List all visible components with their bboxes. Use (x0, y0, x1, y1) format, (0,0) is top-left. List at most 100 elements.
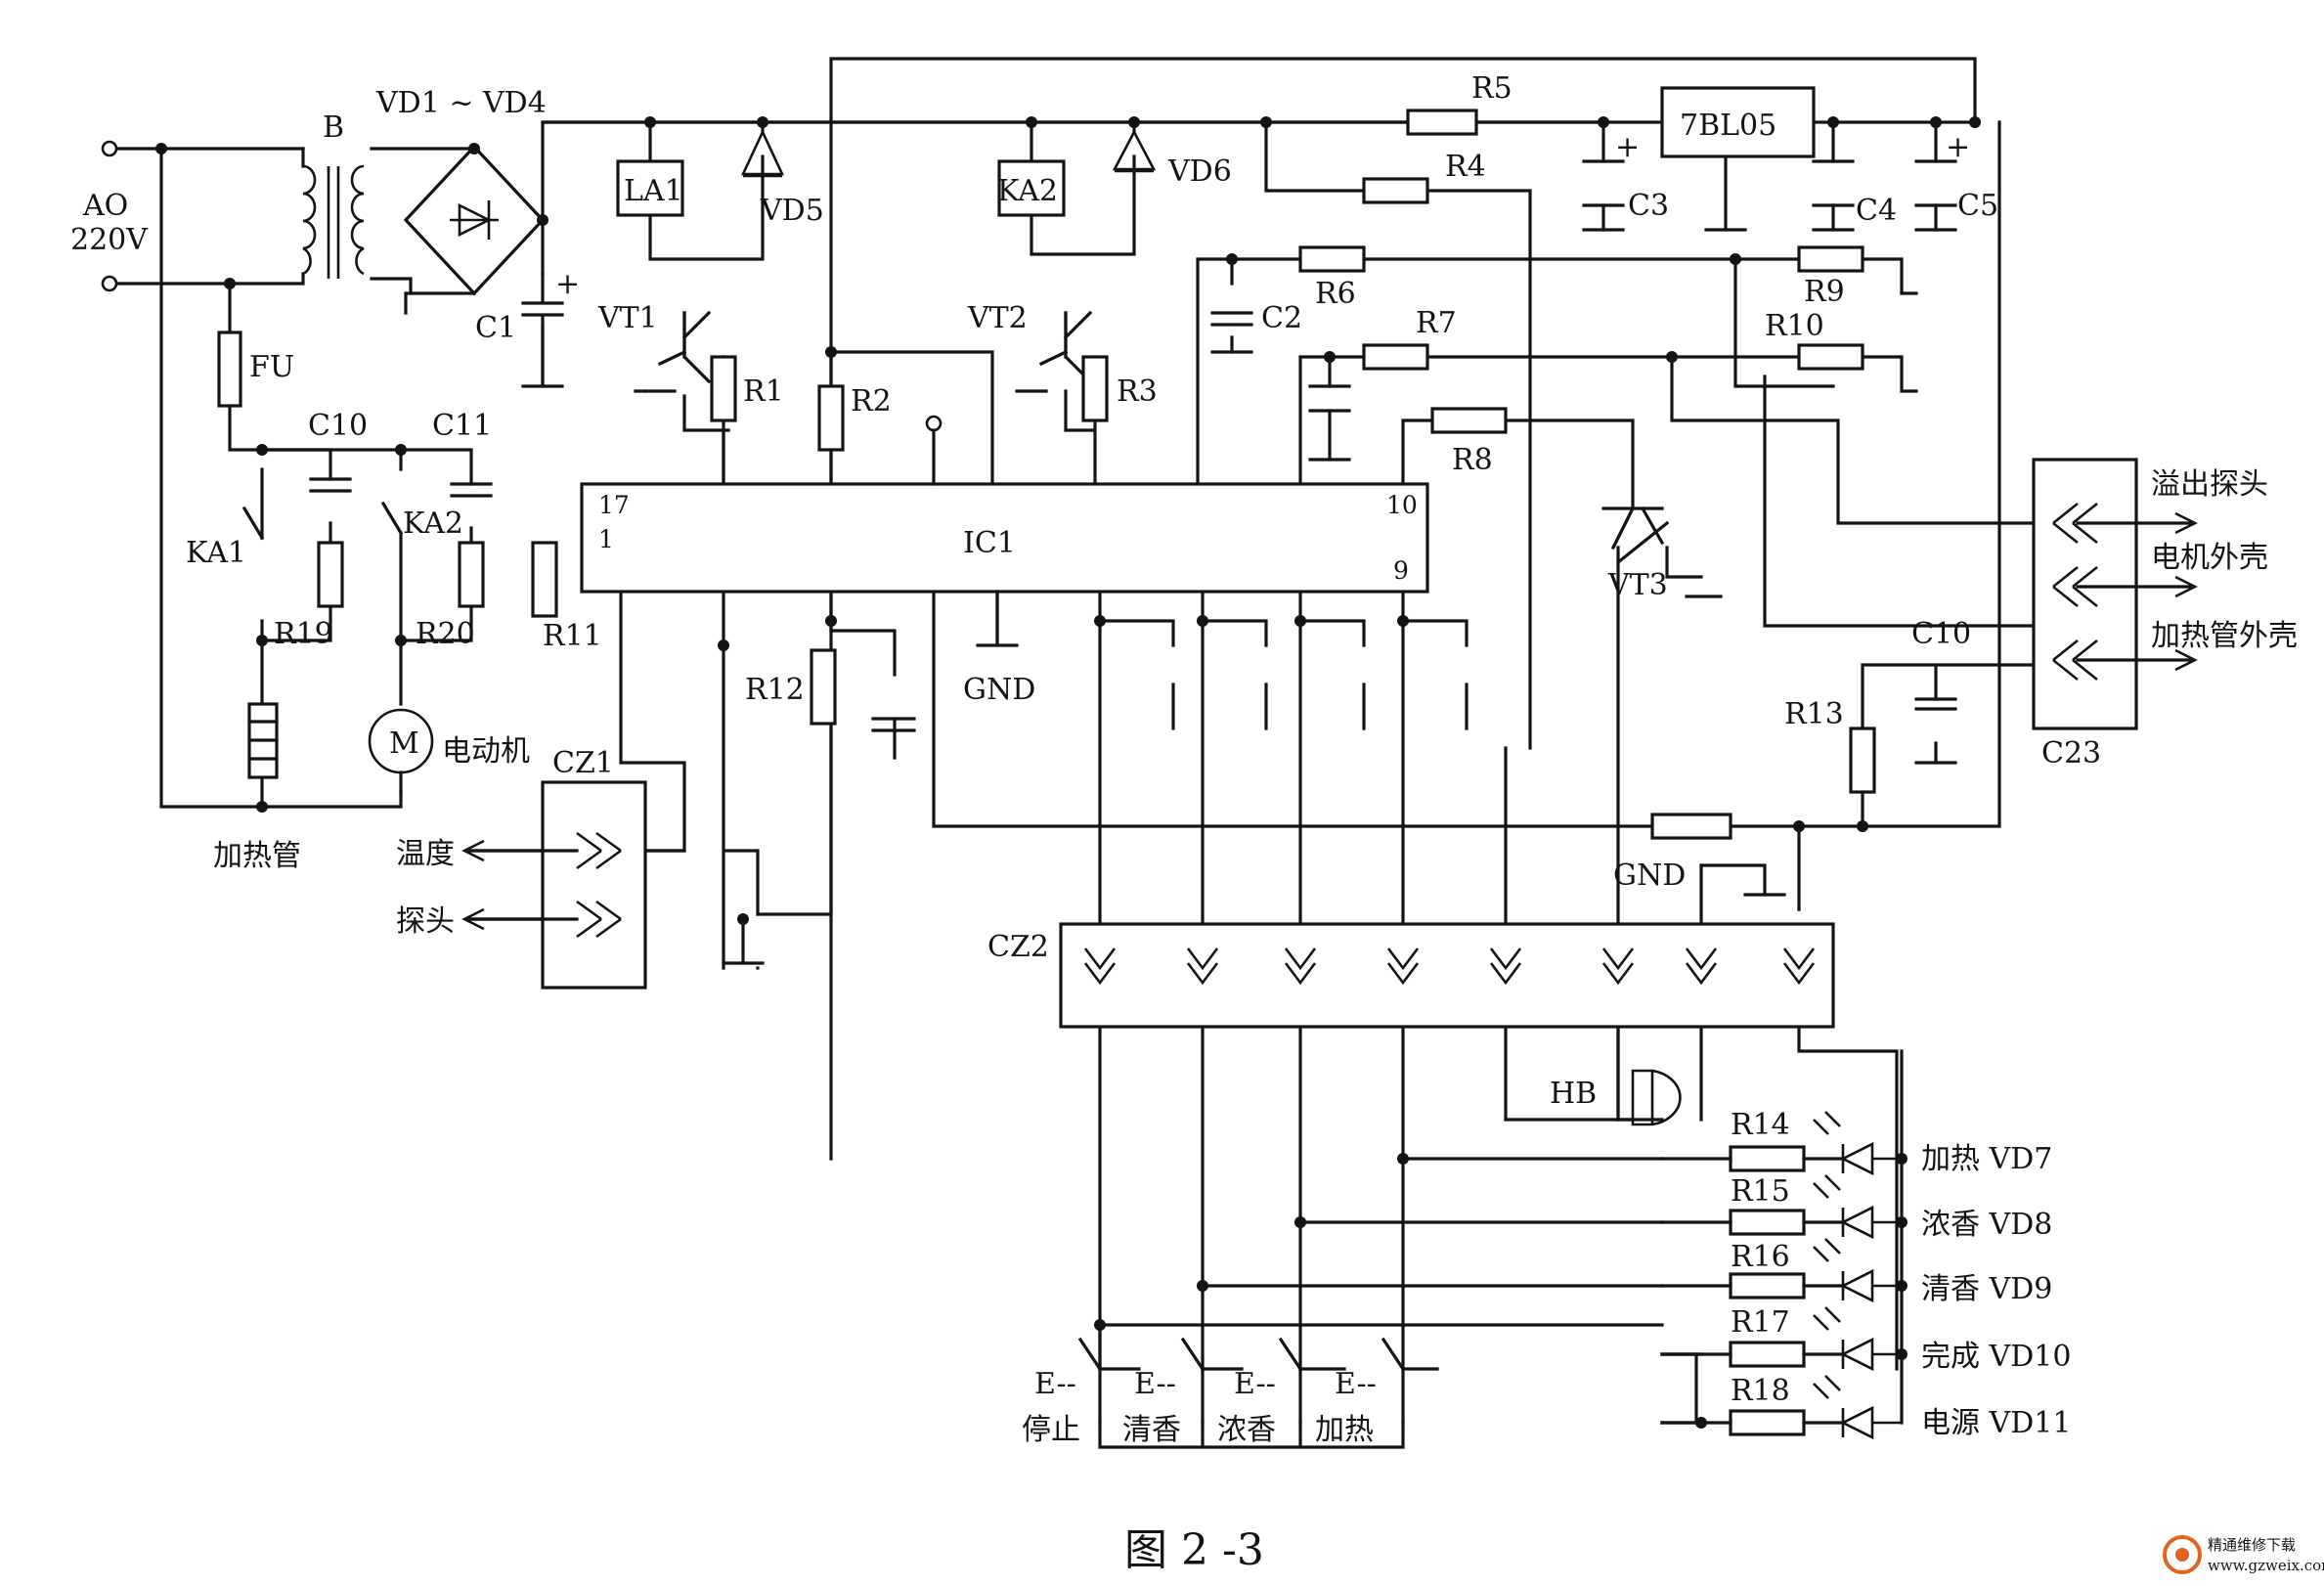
vd6-diode (1112, 129, 1157, 173)
r16-resistor (1729, 1272, 1806, 1300)
ic1-test-point (925, 415, 943, 432)
regulator-section: R5 R4 7BL05 + C3 C4 + C5 C2 R6 R9 R7 R10… (1210, 71, 1998, 602)
c2-label: C2 (1261, 301, 1302, 335)
c3-plus: + (1615, 130, 1640, 164)
r5-label: R5 (1471, 71, 1513, 106)
ka1-contact (241, 506, 265, 541)
switch-strong-label: 浓香 (1217, 1413, 1276, 1447)
r5-resistor (1406, 109, 1478, 136)
load-section: C10 C11 R19 R20 KA1 KA2 加热管 M 电动机 (186, 409, 530, 873)
r8-resistor (1430, 407, 1508, 434)
ac-voltage: 220V (70, 223, 149, 257)
r12-cap (871, 717, 916, 732)
watermark-url: www.gzweix.com (2208, 1557, 2324, 1574)
la1-label: LA1 (624, 174, 683, 208)
c5-plus: + (1946, 130, 1970, 164)
junction-dots (155, 116, 1981, 1429)
vt3-transistor (1601, 506, 1665, 551)
r4-label: R4 (1445, 150, 1486, 184)
ic1-gnd-label: GND (963, 673, 1035, 707)
relay-drivers: LA1 KA2 VD5 VD6 VT1 VT2 R1 R2 R3 R11 R12 (531, 128, 1232, 732)
c11-label: C11 (432, 409, 492, 443)
c3-symbol (1582, 159, 1625, 232)
r16-label: R16 (1731, 1240, 1790, 1274)
c10b-label: C10 (1911, 617, 1971, 651)
watermark: 精通维修下载 www.gzweix.com (2163, 1535, 2324, 1574)
r12-label: R12 (745, 673, 805, 707)
ic1-pin-17: 17 (598, 491, 630, 519)
c1-plus: + (555, 267, 580, 301)
led-diodes (1813, 1111, 1902, 1440)
c4-symbol (1812, 159, 1855, 232)
led-label-vd7: 加热 VD7 (1921, 1142, 2052, 1176)
ka2-coil-label: KA2 (997, 174, 1058, 208)
cz1-probe-label: 探头 (396, 904, 455, 939)
vd5-diode (740, 128, 785, 178)
cz2-label: CZ2 (987, 930, 1049, 964)
r17-label: R17 (1731, 1305, 1790, 1340)
switch-light-label: 清香 (1122, 1413, 1181, 1447)
vd5-label: VD5 (760, 194, 824, 228)
ic1-label: IC1 (963, 526, 1016, 560)
c23-overflow-label: 溢出探头 (2151, 467, 2268, 502)
r20-label: R20 (416, 617, 475, 651)
r19-resistor (317, 541, 344, 608)
r2-resistor (817, 384, 845, 452)
switch-stop-label: 停止 (1022, 1413, 1080, 1447)
ic1: IC1 17 1 10 9 GND (580, 415, 1429, 707)
switch-heat-label: 加热 (1315, 1413, 1374, 1447)
led-label-vd8: 浓香 VD8 (1921, 1208, 2052, 1242)
c10-symbol (309, 477, 352, 493)
vt2-label: VT2 (967, 301, 1028, 335)
ka1-label: KA1 (186, 536, 246, 570)
r7-label: R7 (1416, 306, 1457, 340)
switch-strong-key: E-- (1234, 1367, 1276, 1401)
r9-resistor (1797, 245, 1864, 273)
ic1-pin-9: 9 (1393, 556, 1409, 585)
cz1-body (541, 780, 647, 990)
c10b-symbol (1914, 697, 1957, 765)
r1-label: R1 (743, 374, 784, 409)
r11-resistor (531, 541, 558, 618)
r18-label: R18 (1731, 1374, 1790, 1408)
vd6-label: VD6 (1167, 154, 1232, 189)
r19-label: R19 (274, 617, 333, 651)
vt1-transistor (643, 310, 712, 393)
ka2-label: KA2 (403, 507, 463, 541)
c23-connector: 溢出探头 电机外壳 加热管外壳 C23 C10 R13 GND (1613, 458, 2298, 897)
r15-label: R15 (1731, 1174, 1790, 1209)
c10-label: C10 (308, 409, 368, 443)
buzzer (1631, 1069, 1682, 1126)
heater-label: 加热管 (213, 839, 301, 873)
ka2-coil (997, 159, 1066, 217)
switch-light-key: E-- (1134, 1367, 1176, 1401)
ic1-pin-1: 1 (598, 525, 614, 553)
c-r7-cap (1308, 384, 1351, 462)
r4-resistor (1362, 177, 1429, 204)
c4-label: C4 (1856, 194, 1897, 228)
led-label-vd11: 电源 VD11 (1921, 1406, 2071, 1440)
switch-stop-key: E-- (1034, 1367, 1076, 1401)
r12-resistor (810, 648, 837, 726)
r9-label: R9 (1804, 275, 1845, 309)
r1-resistor (710, 355, 737, 422)
r14-label: R14 (1731, 1108, 1790, 1142)
vt2-transistor (1015, 310, 1093, 393)
watermark-name: 精通维修下载 (2208, 1536, 2296, 1554)
c11-symbol (450, 482, 493, 498)
ac-terminal-bottom (101, 275, 118, 292)
motor-label: 电动机 (442, 734, 530, 769)
ka2-contact (380, 501, 404, 536)
r13-label: R13 (1784, 697, 1844, 731)
transformer-label: B (323, 110, 344, 145)
r10-label: R10 (1765, 309, 1824, 343)
switch-heat-key: E-- (1335, 1367, 1377, 1401)
r11-label: R11 (543, 619, 602, 653)
r8-label: R8 (1452, 443, 1493, 477)
r13-resistor (1849, 727, 1876, 794)
r10-resistor (1797, 343, 1864, 371)
c5-label: C5 (1957, 189, 1998, 223)
cz2-connector: CZ2 HB (987, 922, 1835, 1126)
cz2-body (1059, 922, 1835, 1029)
